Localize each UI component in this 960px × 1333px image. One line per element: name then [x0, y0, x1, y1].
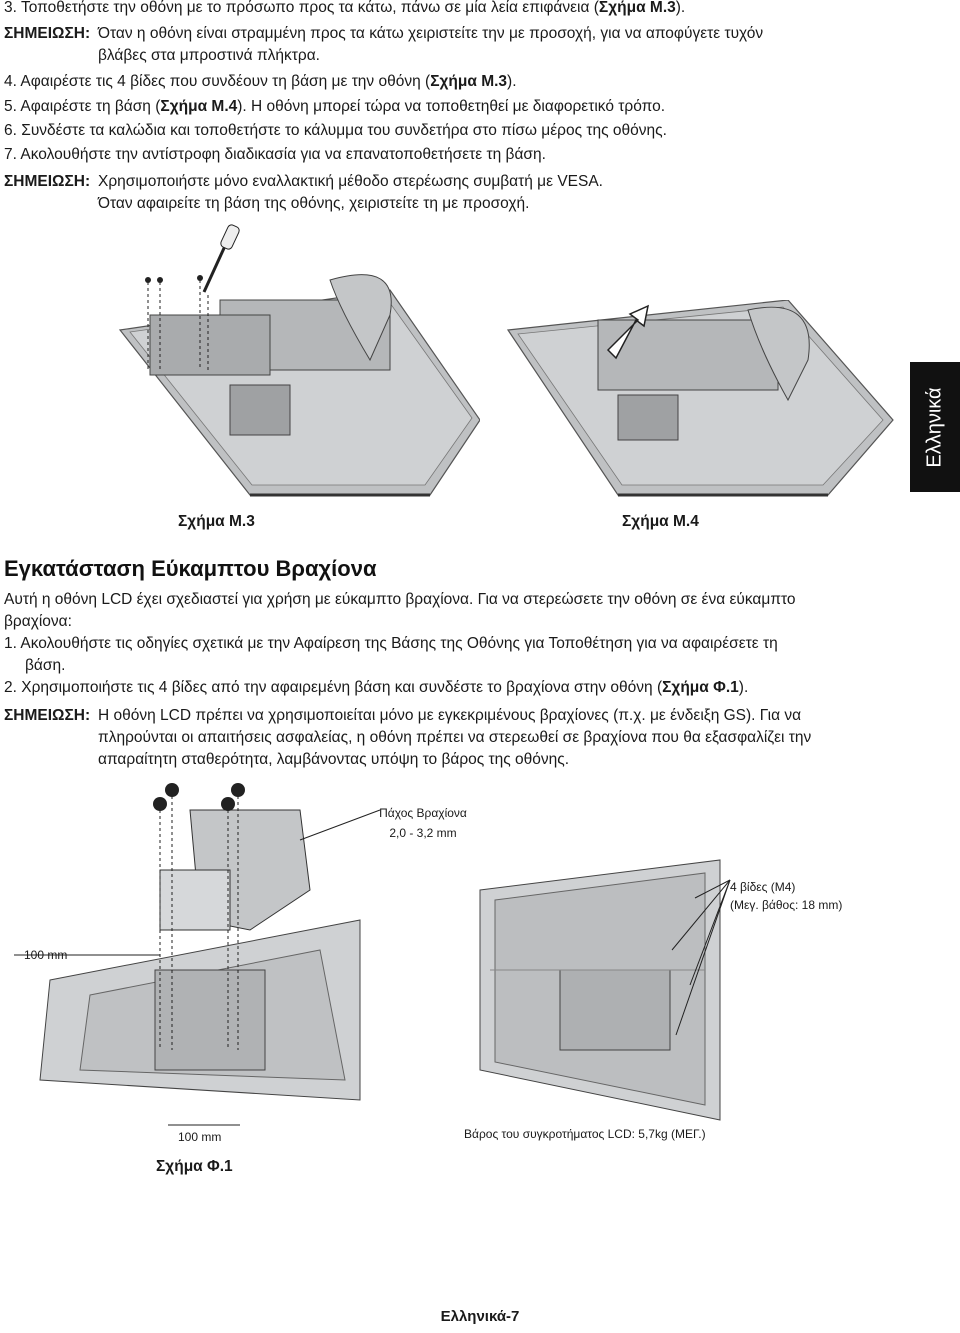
note-label: ΣΗΜΕΙΩΣΗ: — [4, 173, 91, 190]
note-line: βλάβες στα μπροστινά πλήκτρα. — [98, 47, 320, 64]
note-label: ΣΗΜΕΙΩΣΗ: — [4, 25, 91, 42]
figure-m4-illustration — [506, 300, 894, 497]
label-screws: 4 βίδες (M4) — [730, 880, 796, 894]
label-thickness-range: 2,0 - 3,2 mm — [389, 826, 457, 840]
section-step-1-cont: βάση. — [25, 657, 66, 674]
figure-ref: Σχήμα Μ.4 — [160, 98, 238, 115]
step-4: 4. Αφαιρέστε τις 4 βίδες που συνδέουν τη… — [4, 73, 517, 90]
label-thickness: Πάχος Βραχίονα — [379, 806, 467, 820]
label-dim-left: 100 mm — [24, 948, 68, 962]
label-screws-depth: (Μεγ. βάθος: 18 mm) — [730, 898, 843, 912]
section-step-2: 2. Χρησιμοποιήστε τις 4 βίδες από την αφ… — [4, 679, 749, 696]
section-step-1: 1. Ακολουθήστε τις οδηγίες σχετικά με τη… — [4, 635, 778, 652]
figure-m3-caption: Σχήμα Μ.3 — [178, 513, 255, 530]
label-weight: Βάρος του συγκροτήματος LCD: 5,7kg (ΜΕΓ.… — [464, 1127, 706, 1141]
step-number: 3. — [4, 0, 17, 16]
note-line: Χρησιμοποιήστε μόνο εναλλακτική μέθοδο σ… — [98, 173, 603, 190]
note-label: ΣΗΜΕΙΩΣΗ: — [4, 707, 91, 724]
figure-ref: Σχήμα Μ.3 — [598, 0, 676, 16]
figure-ref: Σχήμα Φ.1 — [662, 679, 739, 696]
step-7: 7. Ακολουθήστε την αντίστροφη διαδικασία… — [4, 146, 546, 163]
figure-f1-caption: Σχήμα Φ.1 — [156, 1158, 233, 1175]
label-dim-bottom: 100 mm — [178, 1130, 222, 1144]
section-title: Εγκατάσταση Εύκαμπτου Βραχίονα — [4, 556, 377, 581]
language-side-tab: Ελληνικά — [910, 362, 960, 492]
section-intro: Αυτή η οθόνη LCD έχει σχεδιαστεί για χρή… — [4, 591, 796, 608]
note-line: Όταν η οθόνη είναι στραμμένη προς τα κάτ… — [98, 25, 764, 42]
figure-f1-illustration — [14, 783, 731, 1126]
step-3: 3. Τοποθετήστε την οθόνη με το πρόσωπο π… — [4, 0, 686, 16]
step-6: 6. Συνδέστε τα καλώδια και τοποθετήστε τ… — [4, 122, 667, 139]
step-text: Τοποθετήστε την οθόνη με το πρόσωπο προς… — [20, 0, 599, 16]
step-5: 5. Αφαιρέστε τη βάση (Σχήμα Μ.4). Η οθόν… — [4, 98, 666, 115]
note-line: Η οθόνη LCD πρέπει να χρησιμοποιείται μό… — [98, 707, 802, 724]
figure-m3-illustration — [118, 224, 480, 497]
section-intro: βραχίονα: — [4, 613, 72, 630]
note-line: Όταν αφαιρείτε τη βάση της οθόνης, χειρι… — [98, 195, 530, 212]
note-line: απαραίτητη σταθερότητα, λαμβάνοντας υπόψ… — [98, 751, 570, 768]
figure-ref: Σχήμα Μ.3 — [430, 73, 508, 90]
figure-m4-caption: Σχήμα Μ.4 — [622, 513, 699, 530]
page-number: Ελληνικά-7 — [440, 1308, 520, 1325]
note-line: πληρούνται οι απαιτήσεις ασφαλείας, η οθ… — [98, 729, 812, 746]
